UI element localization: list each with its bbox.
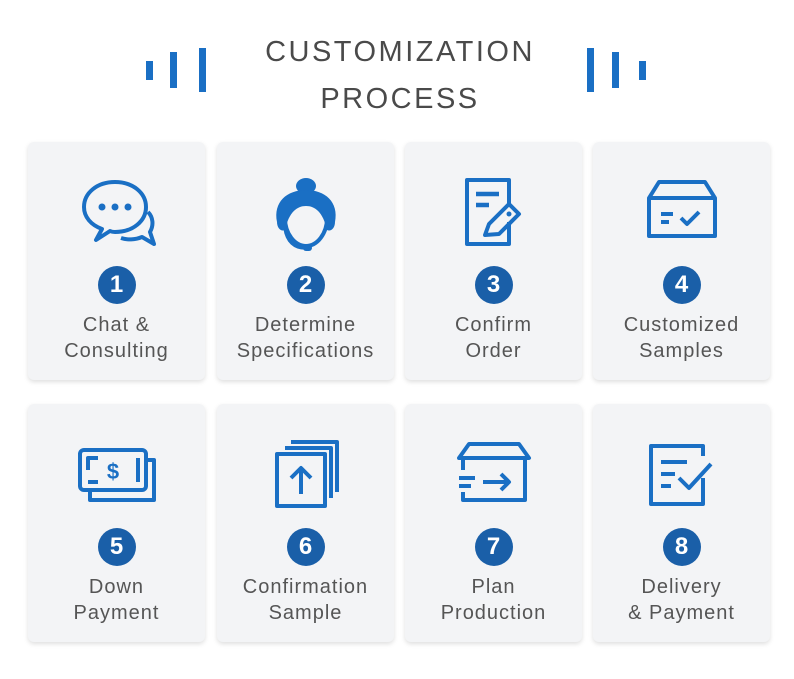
order-document-icon	[449, 172, 539, 262]
step-card-delivery-payment: 8 Delivery & Payment	[593, 404, 770, 642]
step-label-line1: Chat &	[82, 314, 151, 336]
step-number-badge: 8	[662, 528, 701, 566]
step-card-chat-consulting: 1 Chat & Consulting	[28, 142, 205, 380]
sample-box-icon	[637, 172, 727, 262]
step-number-badge: 6	[286, 528, 325, 566]
step-label-line1: Confirmation	[242, 576, 369, 598]
page-title-line1: CUSTOMIZATION	[265, 36, 535, 68]
page-header: CUSTOMIZATION PROCESS	[0, 0, 794, 130]
step-label-line2: Production	[440, 602, 547, 624]
step-label-line1: Plan	[471, 576, 516, 598]
step-label-line1: Determine	[254, 314, 357, 336]
step-label: Plan Production	[405, 574, 582, 626]
step-label-line1: Customized	[623, 314, 740, 336]
step-label-line2: & Payment	[628, 602, 735, 624]
step-label: Down Payment	[28, 574, 205, 626]
cash-payment-icon: $	[72, 434, 162, 524]
step-number-badge: 2	[286, 266, 325, 304]
step-label-line2: Specifications	[236, 340, 375, 362]
step-label: Determine Specifications	[217, 312, 394, 364]
step-number-badge: 3	[474, 266, 513, 304]
step-label-line1: Delivery	[641, 576, 722, 598]
left-accent-bars	[0, 0, 220, 130]
step-card-plan-production: 7 Plan Production	[405, 404, 582, 642]
page-title-line2: PROCESS	[320, 83, 480, 115]
step-card-determine-specifications: 2 Determine Specifications	[217, 142, 394, 380]
step-label-line1: Down	[88, 576, 145, 598]
step-number-badge: 4	[662, 266, 701, 304]
step-card-confirm-order: 3 Confirm Order	[405, 142, 582, 380]
chat-bubbles-icon	[72, 172, 162, 262]
step-card-customized-samples: 4 Customized Samples	[593, 142, 770, 380]
step-label: Customized Samples	[593, 312, 770, 364]
step-number-badge: 5	[97, 528, 136, 566]
checklist-icon	[637, 434, 727, 524]
step-card-confirmation-sample: 6 Confirmation Sample	[217, 404, 394, 642]
step-number-badge: 1	[97, 266, 136, 304]
step-label: Chat & Consulting	[28, 312, 205, 364]
step-label-line2: Payment	[73, 602, 160, 624]
svg-text:$: $	[106, 459, 118, 484]
right-accent-bars	[0, 0, 794, 130]
step-label-line2: Sample	[268, 602, 343, 624]
support-agent-icon	[261, 172, 351, 262]
step-label: Delivery & Payment	[593, 574, 770, 626]
step-label-line1: Confirm	[454, 314, 532, 336]
confirm-upload-icon	[261, 434, 351, 524]
step-card-down-payment: $ 5 Down Payment	[28, 404, 205, 642]
step-label-line2: Order	[465, 340, 522, 362]
production-box-icon	[449, 434, 539, 524]
step-label: Confirm Order	[405, 312, 582, 364]
step-number-badge: 7	[474, 528, 513, 566]
step-label-line2: Consulting	[64, 340, 169, 362]
step-label-line2: Samples	[639, 340, 724, 362]
step-label: Confirmation Sample	[217, 574, 394, 626]
